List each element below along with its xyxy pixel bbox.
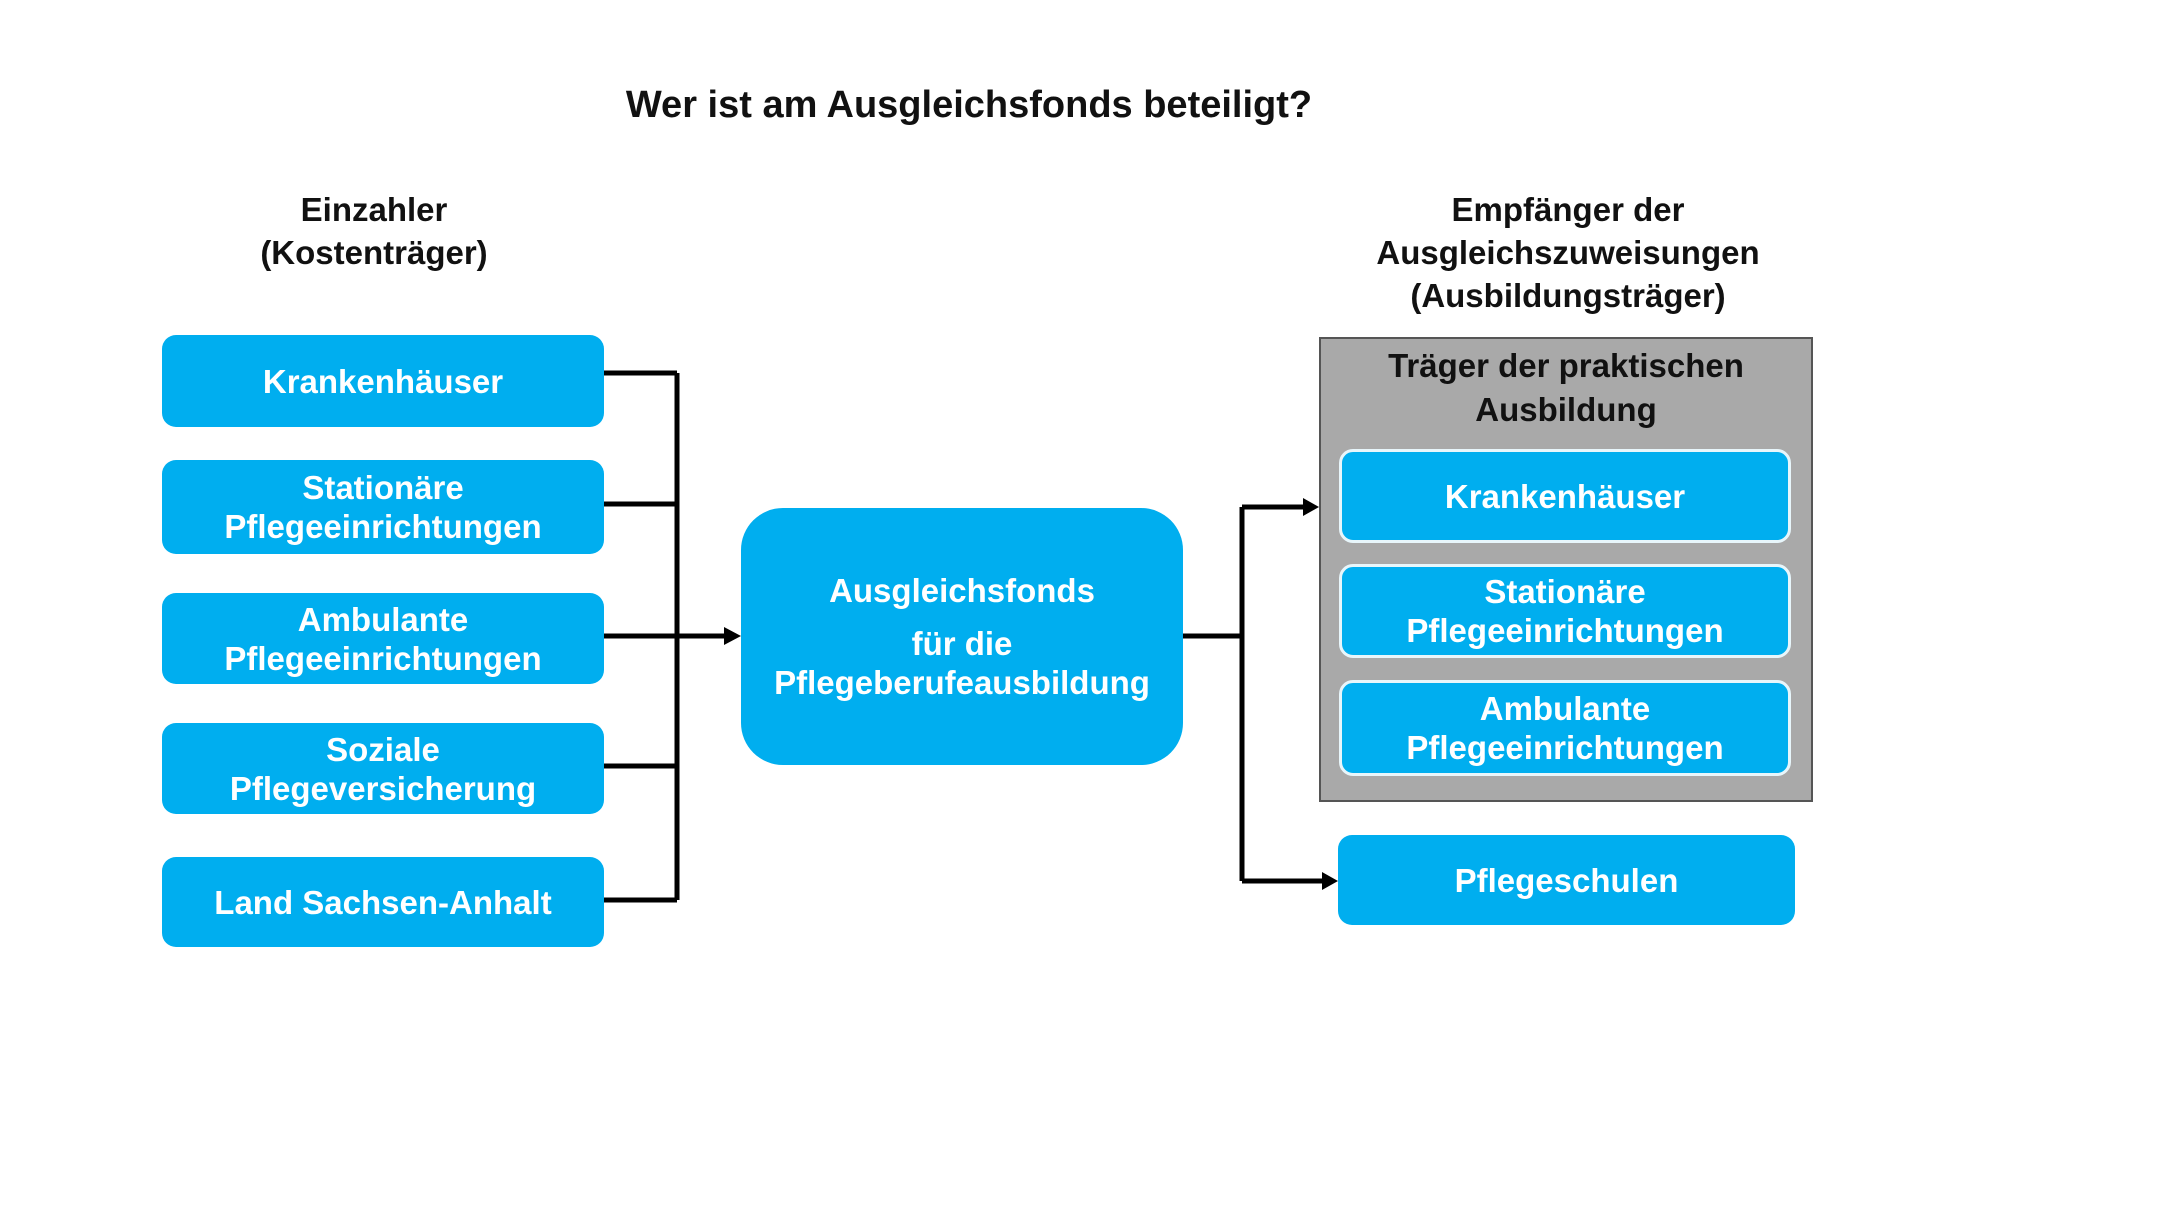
- recipient-nursing-schools: Pflegeschulen: [1338, 835, 1795, 925]
- recipients-header-line: Empfänger der: [1451, 191, 1685, 228]
- recipient-inpatient-care: Stationäre Pflegeeinrichtungen: [1339, 564, 1791, 658]
- recipients-header: Empfänger der Ausgleichszuweisungen (Aus…: [1318, 188, 1818, 317]
- payer-care-insurance: Soziale Pflegeversicherung: [162, 723, 604, 814]
- recipient-hospitals: Krankenhäuser: [1339, 449, 1791, 543]
- payers-header-line: (Kostenträger): [260, 234, 488, 271]
- payers-header-line: Einzahler: [300, 191, 448, 228]
- group-title: Träger der praktischen Ausbildung: [1321, 344, 1811, 432]
- payer-state: Land Sachsen-Anhalt: [162, 857, 604, 947]
- arrow-to-fund-icon: [724, 627, 741, 645]
- box-label: Pflegeschulen: [1454, 861, 1679, 899]
- fund-box: Ausgleichsfonds für die Pflegeberufeausb…: [741, 508, 1183, 765]
- box-label: Stationäre: [302, 469, 464, 506]
- box-label: für die: [911, 625, 1013, 662]
- box-label: Stationäre: [1484, 573, 1646, 610]
- box-label: Pflegeeinrichtungen: [1406, 612, 1724, 649]
- payer-connector-lines: [604, 370, 680, 903]
- payer-hospitals: Krankenhäuser: [162, 335, 604, 427]
- fund-output-lines: [1183, 504, 1325, 884]
- payer-inpatient-care: Stationäre Pflegeeinrichtungen: [162, 460, 604, 554]
- box-label: Ambulante: [1479, 690, 1651, 727]
- box-label: Pflegeeinrichtungen: [1406, 729, 1724, 766]
- recipients-header-line: Ausgleichszuweisungen: [1376, 234, 1760, 271]
- box-label: Pflegeversicherung: [229, 769, 537, 807]
- box-label: Ambulante: [297, 600, 469, 638]
- box-label: Land Sachsen-Anhalt: [214, 883, 552, 921]
- box-label: Ausgleichsfonds: [829, 572, 1095, 609]
- box-label: Pflegeeinrichtungen: [224, 508, 542, 545]
- arrow-to-practical-icon: [1303, 498, 1319, 516]
- box-label: Krankenhäuser: [1444, 477, 1686, 515]
- recipients-header-line: (Ausbildungsträger): [1410, 277, 1726, 314]
- box-label: Soziale: [326, 730, 440, 768]
- diagram-title: Wer ist am Ausgleichsfonds beteiligt?: [625, 84, 1313, 126]
- payers-header: Einzahler (Kostenträger): [174, 188, 574, 274]
- box-label: Krankenhäuser: [262, 362, 504, 400]
- recipient-outpatient-care: Ambulante Pflegeeinrichtungen: [1339, 680, 1791, 776]
- arrow-to-schools-icon: [1322, 872, 1338, 890]
- group-title-line: Ausbildung: [1475, 391, 1657, 428]
- payer-outpatient-care: Ambulante Pflegeeinrichtungen: [162, 593, 604, 684]
- box-label: Pflegeeinrichtungen: [224, 639, 542, 677]
- box-label: Pflegeberufeausbildung: [774, 664, 1150, 701]
- group-title-line: Träger der praktischen: [1388, 347, 1744, 384]
